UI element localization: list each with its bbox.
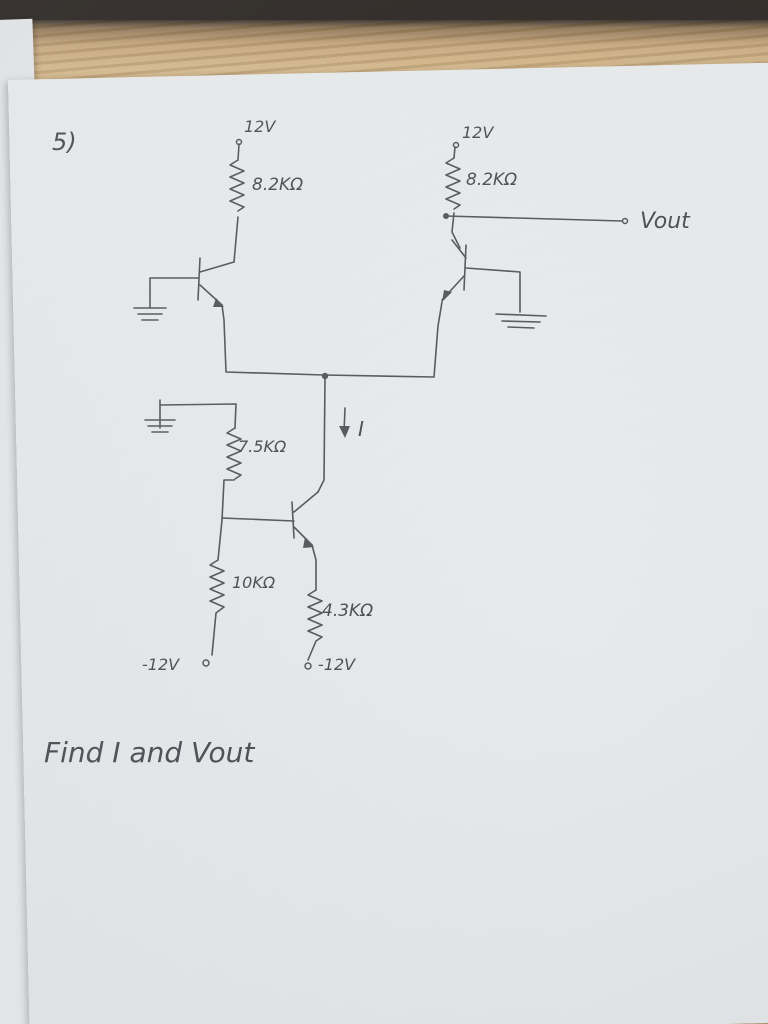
supply-pos-right-label: 12V — [462, 123, 494, 142]
supply-neg-left-terminal — [202, 659, 210, 667]
q2-emitter-wire — [323, 301, 443, 378]
ground-right — [495, 313, 547, 329]
bias-bottom-label: 10KΩ — [232, 573, 276, 592]
q2-emitter-arrow — [442, 290, 452, 302]
vout-wire — [445, 215, 623, 222]
q1-collector-lead — [199, 261, 235, 273]
ground-left — [133, 307, 167, 321]
problem-number: 5) — [52, 128, 77, 156]
supply-pos-right-terminal — [452, 141, 460, 149]
supply-neg-left-label: -12V — [142, 655, 180, 674]
bias-top-wire — [159, 403, 237, 429]
tail-wire — [317, 377, 326, 493]
supply-neg-right-terminal — [304, 662, 312, 670]
rc-left-label: 8.2KΩ — [252, 175, 303, 195]
supply-neg-right-label: -12V — [318, 655, 356, 674]
resistor-rc-left — [229, 159, 245, 212]
q3-base-wire — [221, 517, 295, 522]
wire — [237, 143, 240, 161]
wire — [233, 216, 239, 263]
resistor-bias-top — [226, 427, 242, 480]
vout-terminal — [621, 217, 629, 225]
resistor-re — [307, 589, 323, 661]
vout-label: Vout — [640, 209, 691, 234]
current-label: I — [358, 417, 364, 441]
current-arrow-head — [339, 426, 350, 438]
q1-emitter-wire — [221, 304, 325, 376]
q2-base-wire — [465, 267, 521, 313]
supply-pos-left-label: 12V — [244, 117, 276, 136]
q1-base-bar — [197, 257, 201, 301]
q2-collector-lead — [451, 239, 467, 259]
rc-right-label: 8.2KΩ — [466, 170, 517, 190]
q3-base-bar — [291, 501, 295, 539]
wire — [453, 146, 456, 159]
bias-mid-wire — [217, 479, 235, 561]
q3-collector-lead — [293, 491, 319, 513]
resistor-rc-right — [445, 157, 461, 210]
q2-base-bar — [463, 244, 467, 291]
question-text: Find I and Vout — [44, 736, 255, 769]
wire — [451, 212, 461, 249]
resistor-bias-bottom — [209, 559, 225, 656]
re-label: 4.3KΩ — [322, 601, 373, 621]
common-emitter-node — [321, 372, 329, 380]
ground-bias — [144, 399, 176, 433]
bias-top-label: 7.5KΩ — [238, 437, 287, 456]
q1-base-wire — [149, 277, 199, 309]
q3-emitter-wire — [311, 544, 317, 591]
